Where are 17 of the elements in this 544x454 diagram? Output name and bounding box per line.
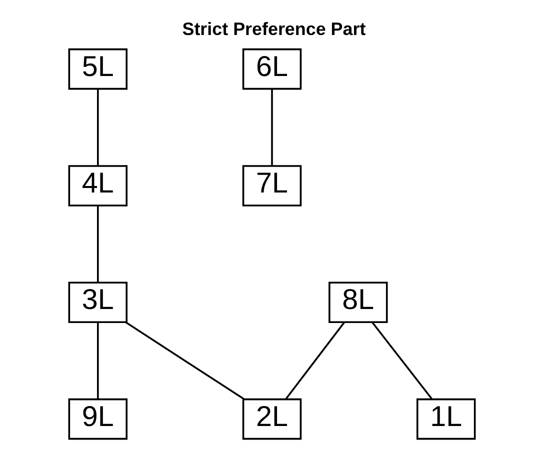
connector xyxy=(97,206,99,282)
node-box: 4L xyxy=(68,165,128,206)
node-box: 2L xyxy=(242,398,302,440)
connector xyxy=(97,322,99,399)
node-box: 7L xyxy=(242,165,302,206)
node-box: 6L xyxy=(242,48,302,90)
connector xyxy=(271,89,273,166)
node-box: 3L xyxy=(68,282,128,324)
node-box: 1L xyxy=(416,398,476,440)
node-box: 8L xyxy=(328,282,388,324)
diagram-title: Strict Preference Part xyxy=(182,18,366,39)
node-box: 5L xyxy=(68,48,128,90)
connector xyxy=(372,322,432,400)
node-box: 9L xyxy=(68,398,128,440)
connector xyxy=(97,89,99,166)
connector xyxy=(285,322,346,400)
connector xyxy=(125,322,245,400)
